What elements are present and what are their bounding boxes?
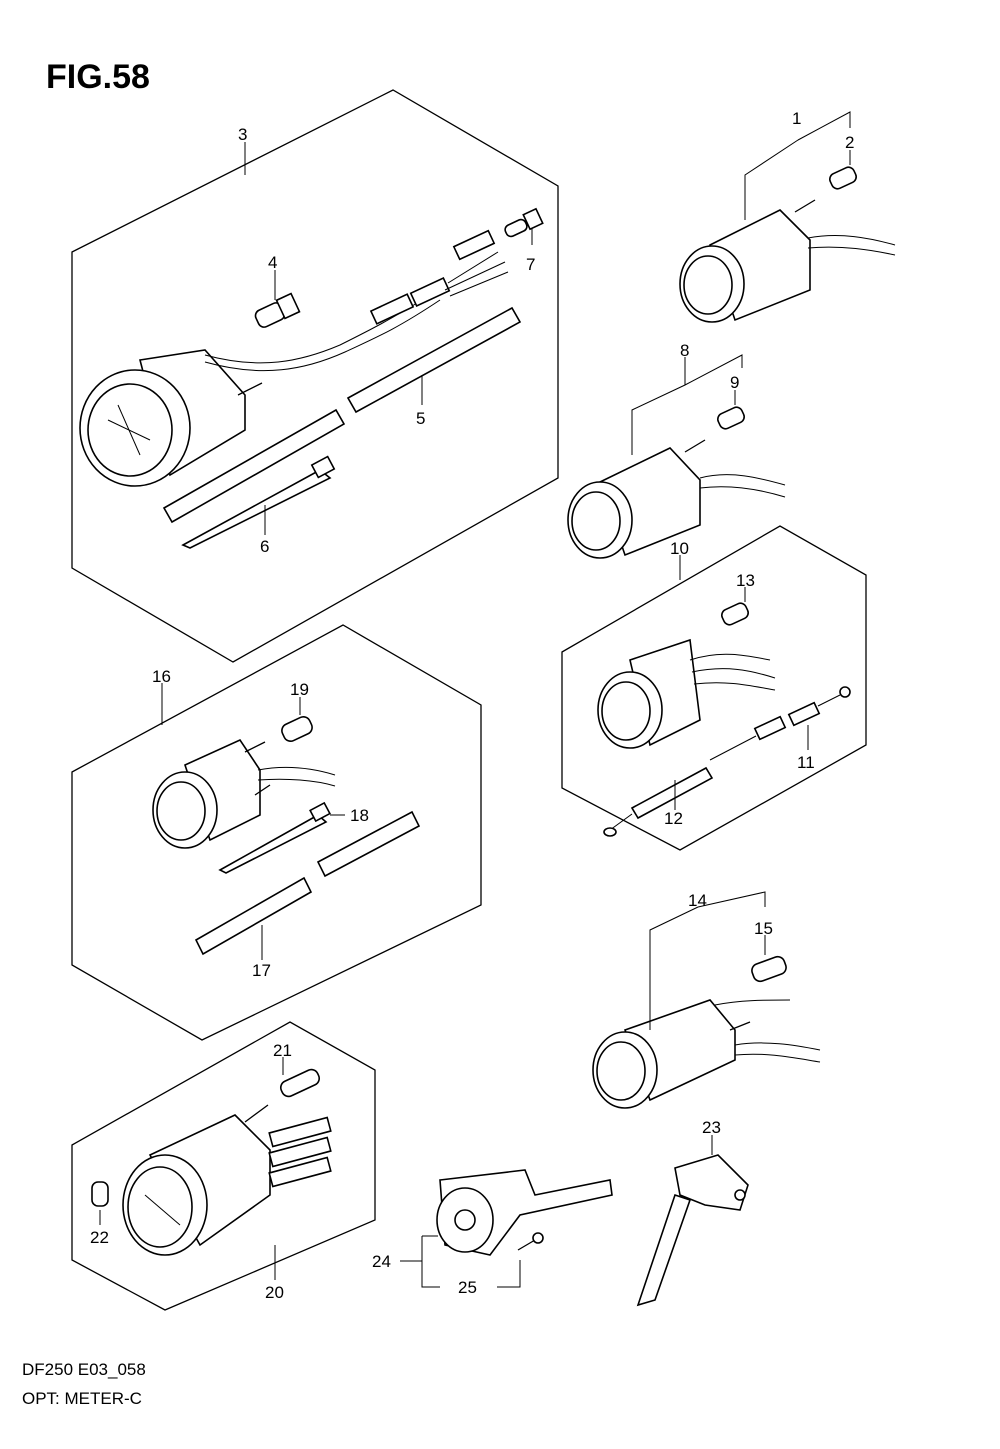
- callout-18: 18: [350, 806, 369, 825]
- harness-11: [709, 686, 851, 761]
- callout-11: 11: [797, 753, 815, 772]
- kit-frame-16: [71, 624, 482, 1041]
- bulb-2: [829, 166, 857, 190]
- kit-frame-10: [561, 525, 867, 851]
- gauge-10: [597, 638, 776, 749]
- diagram-code: DF250 E03_058: [22, 1360, 146, 1379]
- callout-14: 14: [688, 891, 707, 910]
- bulb-22: [91, 1181, 109, 1207]
- callout-20: 20: [265, 1283, 284, 1302]
- tube-17: [194, 810, 421, 956]
- bulb-9: [717, 406, 745, 430]
- gauge-8: [567, 439, 786, 559]
- callout-21: 21: [273, 1041, 292, 1060]
- kit-frame-3: [71, 89, 559, 663]
- bracket-23: [636, 1154, 749, 1307]
- gauge-16: [152, 738, 336, 849]
- gauge-20: [122, 1104, 332, 1256]
- leader-lines: [99, 111, 851, 1288]
- callout-3: 3: [238, 125, 247, 144]
- kit-frame-20: [71, 1021, 376, 1311]
- gauge-14: [592, 999, 821, 1109]
- tube-5: [162, 306, 522, 524]
- cable-tie-18: [218, 801, 331, 874]
- callout-22: 22: [90, 1228, 109, 1247]
- bulb-13: [721, 602, 749, 626]
- callout-16: 16: [152, 667, 171, 686]
- harness-12: [603, 766, 714, 837]
- callout-2: 2: [845, 133, 854, 152]
- callout-7: 7: [526, 255, 535, 274]
- gauge-1: [679, 199, 896, 323]
- bulb-4: [254, 292, 301, 328]
- callout-5: 5: [416, 409, 425, 428]
- callout-1: 1: [792, 109, 801, 128]
- callout-9: 9: [730, 373, 739, 392]
- callout-25: 25: [458, 1278, 477, 1297]
- callout-6: 6: [260, 537, 269, 556]
- bulb-21: [279, 1068, 321, 1098]
- figure-title: FIG.58: [46, 58, 150, 96]
- callout-12: 12: [664, 809, 683, 828]
- diagram-description: OPT: METER-C: [22, 1389, 142, 1408]
- cable-tie-6: [181, 455, 336, 549]
- callout-15: 15: [754, 919, 773, 938]
- callout-13: 13: [736, 571, 755, 590]
- wire-connectors-3: [369, 229, 509, 325]
- callout-4: 4: [268, 253, 277, 272]
- callout-23: 23: [702, 1118, 721, 1137]
- gauge-3: [79, 294, 441, 487]
- callout-17: 17: [252, 961, 271, 980]
- bracket-24: [436, 1169, 613, 1256]
- bulb-7: [504, 207, 544, 238]
- callout-8: 8: [680, 341, 689, 360]
- callout-10: 10: [670, 539, 689, 558]
- screw-25: [517, 1232, 544, 1251]
- callout-24: 24: [372, 1252, 391, 1271]
- callout-19: 19: [290, 680, 309, 699]
- callouts: 1 2 3 4 5 6 7 8 9 10 11 12 13 14 15 16 1…: [90, 109, 854, 1302]
- bulb-15: [751, 955, 787, 983]
- bulb-19: [281, 716, 313, 742]
